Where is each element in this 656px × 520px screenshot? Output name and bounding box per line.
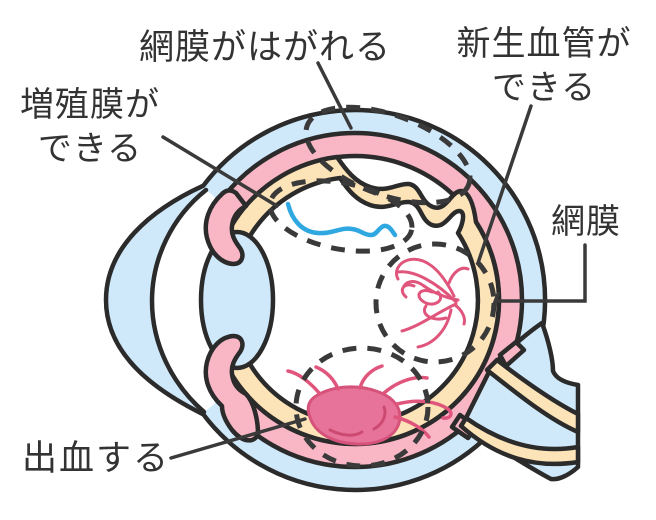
vessel-squiggle [423,304,448,321]
optic-nerve-retina-stripe-upper [484,357,581,435]
new-vessels-group [394,257,470,349]
vessel-squiggle [402,280,460,302]
label-proliferative-membrane-line1: 増殖膜が [20,85,160,125]
label-new-vessels-line1: 新生血管が [456,24,632,64]
label-proliferative-membrane-line2: できる [37,128,143,169]
hemorrhage-inner-marks [328,405,387,437]
label-proliferative-membrane: 増殖膜が できる [6,84,174,171]
vessel-squiggle [453,303,466,326]
leader-membrane [161,135,279,208]
iris-upper [203,188,249,267]
leader-lines [161,61,587,460]
vessel-squiggle [416,308,453,349]
proliferative-membrane-curve [285,201,398,238]
hemorrhage-group [286,364,453,446]
vessel-squiggle [394,257,456,298]
leader-retina [494,243,587,303]
leader-detachment [316,61,353,130]
vessel-squiggle [400,283,416,299]
leader-new-vessels [476,104,533,265]
vessel-squiggle [417,289,443,306]
vitreous-interior [209,154,501,446]
lens [198,229,276,371]
label-bleeding: 出血する [22,439,171,479]
leader-bleeding [169,417,307,460]
vessel-squiggle [396,270,458,304]
dashed-highlight-hemorrhage [293,345,431,469]
dashed-highlight-membrane [267,178,415,254]
optic-nerve [449,320,581,482]
vessel-squiggle [400,302,458,333]
label-retinal-detachment: 網膜がはがれる [138,28,391,68]
choroid-cut-upper [497,339,527,369]
label-retina: 網膜 [551,202,621,242]
cornea-inner-edge [149,187,209,415]
label-new-vessels-line2: できる [491,67,597,108]
vessel-squiggle [447,266,470,285]
label-new-vessels: 新生血管が できる [436,23,652,110]
optic-nerve-retina-stripe-lower [458,415,581,467]
leader-retina-tick [491,292,500,309]
hemorrhage-vessels [286,364,453,439]
